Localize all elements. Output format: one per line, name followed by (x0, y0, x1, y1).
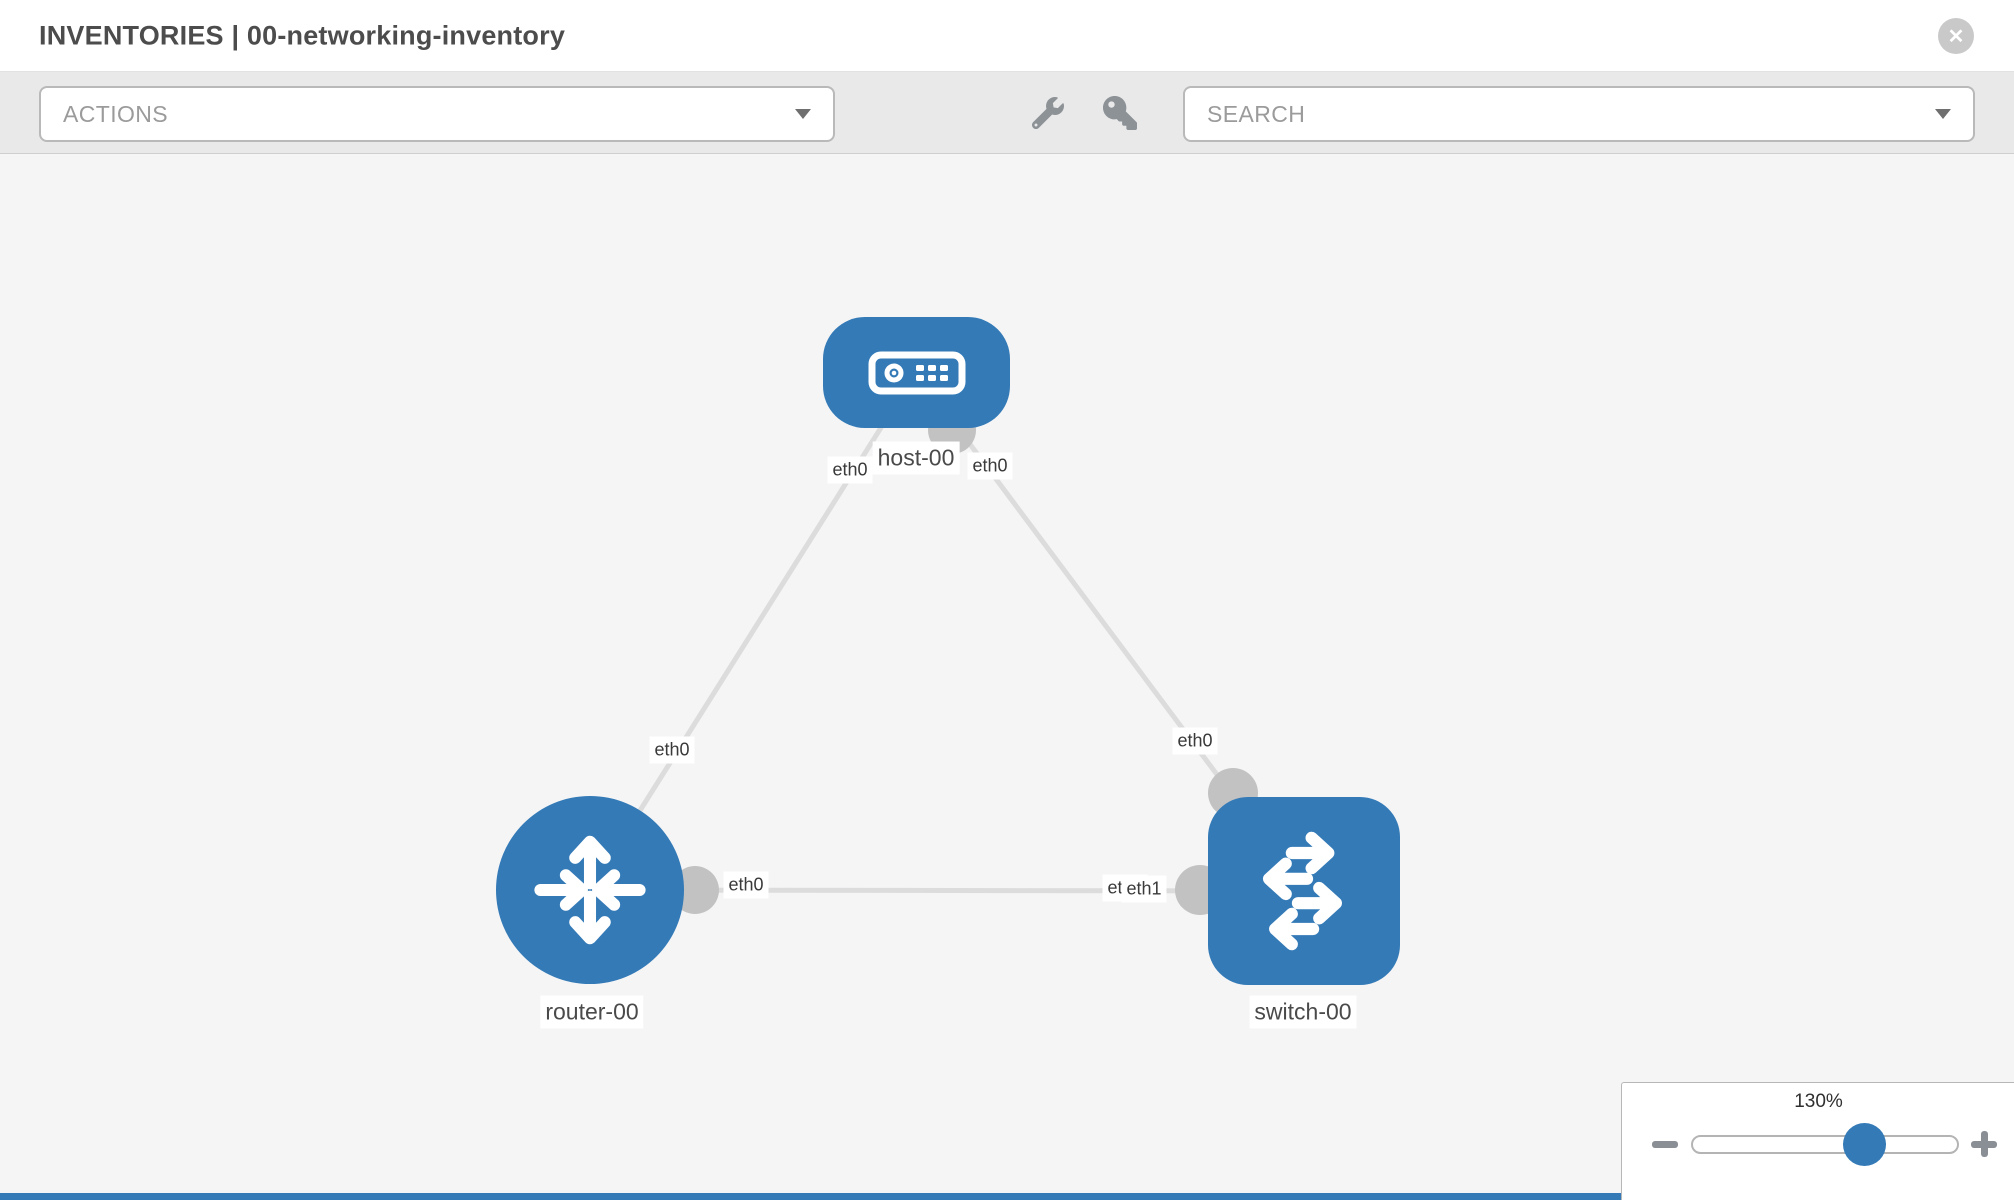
minus-icon (1652, 1140, 1678, 1148)
zoom-in-button[interactable] (1969, 1123, 1999, 1165)
node-label: switch-00 (1249, 995, 1357, 1029)
host-icon (868, 351, 965, 394)
key-icon[interactable] (1102, 95, 1138, 131)
node-router-00[interactable] (496, 796, 684, 984)
plus-icon (1971, 1131, 1997, 1157)
interface-label: eth1 (1121, 875, 1167, 903)
actions-dropdown[interactable]: ACTIONS (39, 86, 835, 142)
zoom-slider-handle[interactable] (1843, 1123, 1886, 1166)
search-dropdown-label: SEARCH (1207, 100, 1306, 127)
toolbar-icon-group (1030, 72, 1138, 154)
toolbar: ACTIONS SEARCH (0, 72, 2014, 154)
actions-dropdown-label: ACTIONS (63, 100, 169, 127)
node-switch-00[interactable] (1208, 797, 1400, 985)
bottom-accent-bar (0, 1193, 1621, 1200)
chevron-down-icon (795, 109, 811, 119)
interface-label: eth0 (723, 871, 769, 899)
interface-label: eth0 (967, 452, 1013, 480)
node-label: router-00 (540, 995, 644, 1029)
close-icon: ✕ (1947, 25, 1965, 48)
zoom-out-button[interactable] (1650, 1123, 1680, 1165)
interface-label: eth0 (649, 736, 695, 764)
zoom-slider-track[interactable] (1691, 1135, 1959, 1154)
zoom-panel: 130% (1621, 1082, 2014, 1200)
switch-icon (1262, 831, 1342, 951)
router-icon (534, 835, 646, 945)
topology-canvas[interactable]: host-00 router-00 switch-00 eth0 eth0 et… (0, 154, 2014, 1200)
node-host-00[interactable] (823, 317, 1010, 428)
interface-label: eth0 (827, 456, 873, 484)
node-label: host-00 (872, 441, 960, 475)
chevron-down-icon (1935, 109, 1951, 119)
close-button[interactable]: ✕ (1938, 18, 1974, 54)
page-title: INVENTORIES | 00-networking-inventory (39, 20, 566, 50)
search-dropdown[interactable]: SEARCH (1183, 86, 1975, 142)
zoom-level-value: 130% (1794, 1091, 1843, 1112)
wrench-icon[interactable] (1030, 95, 1066, 131)
topology-links-layer (587, 370, 1307, 915)
interface-label: eth0 (1172, 727, 1218, 755)
page-header: INVENTORIES | 00-networking-inventory ✕ (0, 0, 2014, 72)
